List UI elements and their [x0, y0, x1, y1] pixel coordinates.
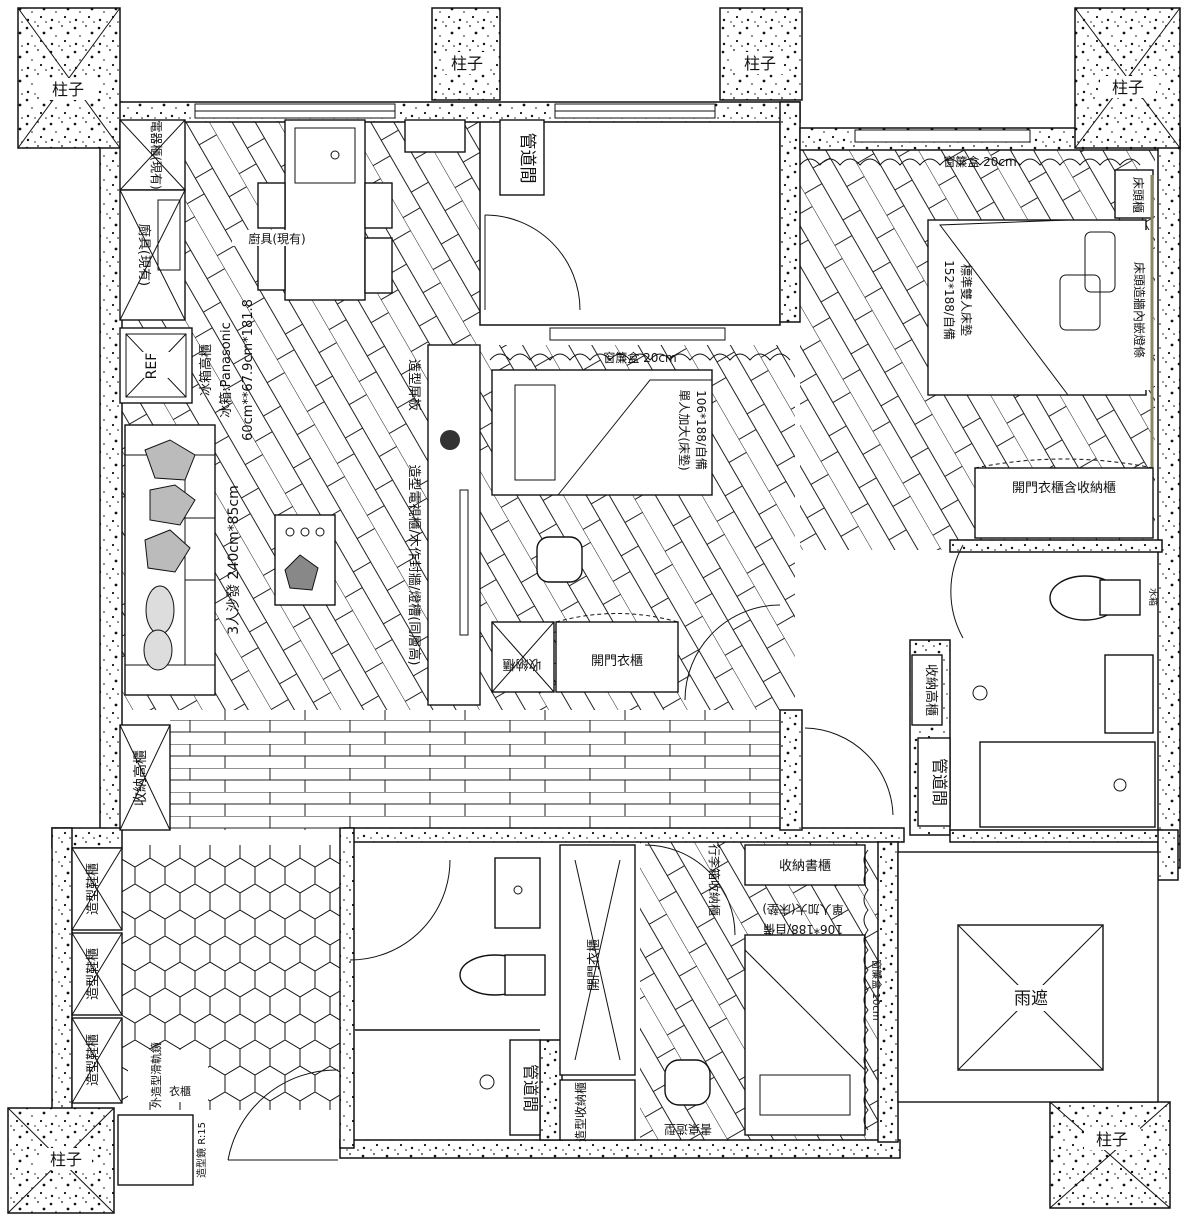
svg-text:電器櫃(現有): 電器櫃(現有) — [149, 120, 163, 189]
svg-text:開門衣櫃含收納櫃: 開門衣櫃含收納櫃 — [1012, 480, 1116, 496]
entry: 造型鞋櫃 造型鞋櫃 造型鞋櫃 外造型滑軌鏡 衣櫃 造型鏡 R:15 — [71, 847, 339, 1186]
svg-text:外造型滑軌鏡: 外造型滑軌鏡 — [149, 1042, 163, 1108]
svg-text:管道間: 管道間 — [521, 1064, 540, 1112]
svg-text:REF: REF — [144, 353, 160, 380]
svg-text:開門衣櫃: 開門衣櫃 — [586, 939, 602, 991]
svg-text:造型收納櫃: 造型收納櫃 — [574, 1082, 588, 1142]
rain-cover: 雨遮 — [897, 851, 1159, 1103]
column-top-mid2: 柱子 — [719, 7, 803, 101]
svg-text:收納高櫃: 收納高櫃 — [923, 664, 939, 716]
master-bedroom: 窗簾盒 20cm 床頭櫃 標準雙人床墊 152*188/自備 床頭造牆內嵌燈條 … — [799, 154, 1154, 539]
svg-text:60cm**67.9cm*181.8: 60cm**67.9cm*181.8 — [241, 299, 256, 441]
svg-text:柱子: 柱子 — [1096, 1130, 1128, 1149]
svg-text:管道間: 管道間 — [930, 758, 949, 806]
svg-text:管道間: 管道間 — [517, 133, 537, 184]
svg-text:柱子: 柱子 — [451, 54, 483, 73]
bedroom3: 開門衣櫃 造型收納櫃 行李箱收納櫃 收納書櫃 單人加大(床墊) 106*188/… — [559, 844, 883, 1142]
column-top-right: 柱子 — [1074, 7, 1181, 149]
column-top-left: 柱子 — [17, 7, 121, 149]
top-windows — [194, 103, 1031, 341]
tv-wall: 造型屏板 造型電視櫃/木作封牆/燈槽(同層高) — [406, 344, 481, 706]
svg-text:標準雙人床墊: 標準雙人床墊 — [959, 264, 974, 336]
svg-text:開門衣櫃: 開門衣櫃 — [591, 653, 643, 669]
svg-text:造型屏板: 造型屏板 — [406, 359, 421, 411]
svg-text:152*188/自備: 152*188/自備 — [942, 260, 957, 340]
svg-text:收納書櫃: 收納書櫃 — [779, 859, 831, 874]
svg-text:窗簾盒 20cm: 窗簾盒 20cm — [603, 350, 676, 365]
svg-text:廚具(現有): 廚具(現有) — [136, 224, 152, 286]
svg-text:收納高櫃: 收納高櫃 — [132, 750, 149, 806]
svg-text:收納櫃: 收納櫃 — [502, 656, 541, 671]
svg-text:造型鞋櫃: 造型鞋櫃 — [85, 1034, 101, 1086]
svg-text:廚具(現有): 廚具(現有) — [248, 231, 305, 246]
coffee-table — [274, 514, 336, 606]
svg-text:柱子: 柱子 — [1112, 78, 1144, 97]
svg-text:造型電視櫃/木作封牆/燈槽(同層高): 造型電視櫃/木作封牆/燈槽(同層高) — [406, 465, 422, 666]
svg-text:單人加大(床墊): 單人加大(床墊) — [677, 389, 691, 470]
sofa: 3人沙發 240cm*85cm — [124, 424, 242, 696]
svg-text:造型鞋櫃: 造型鞋櫃 — [85, 948, 101, 1000]
svg-text:冰箱高櫃: 冰箱高櫃 — [198, 344, 214, 396]
svg-text:造型鞋櫃: 造型鞋櫃 — [85, 863, 101, 915]
svg-text:水箱: 水箱 — [1147, 588, 1159, 606]
column-top-mid1: 柱子 — [431, 7, 501, 101]
storage-tall-left: 收納高櫃 — [119, 724, 171, 831]
svg-text:床頭造牆內嵌燈條: 床頭造牆內嵌燈條 — [1132, 262, 1147, 358]
svg-text:窗簾盒 10cm: 窗簾盒 10cm — [870, 959, 883, 1020]
fridge: REF 冰箱高櫃 冰箱:Panasonic 60cm**67.9cm*181.8 — [119, 299, 256, 441]
svg-text:柱子: 柱子 — [52, 80, 84, 99]
master-bath: 水箱 收納高櫃 管道間 — [804, 544, 1159, 828]
svg-text:雨遮: 雨遮 — [1014, 989, 1048, 1009]
column-bottom-left: 柱子 — [7, 1107, 115, 1214]
svg-text:冰箱:Panasonic: 冰箱:Panasonic — [218, 322, 234, 418]
svg-text:106*188/自備: 106*188/自備 — [763, 922, 843, 937]
svg-text:柱子: 柱子 — [744, 54, 776, 73]
svg-text:3人沙發 240cm*85cm: 3人沙發 240cm*85cm — [226, 485, 242, 635]
svg-text:單人加大(床墊): 單人加大(床墊) — [762, 902, 843, 916]
svg-text:書桌造型: 書桌造型 — [664, 1122, 712, 1136]
kitchen: 電器櫃(現有) 廚具(現有) 廚具(現有) — [119, 119, 466, 321]
svg-text:衣櫃: 衣櫃 — [169, 1084, 191, 1098]
svg-text:床頭櫃: 床頭櫃 — [1131, 177, 1145, 213]
bedroom1: 窗簾盒 20cm 單人加大(床墊) 106*188/自備 收納櫃 開門衣櫃 — [489, 350, 791, 701]
column-bottom-right: 柱子 — [1049, 1101, 1171, 1209]
shaft-top: 管道間 — [484, 119, 581, 311]
svg-text:柱子: 柱子 — [50, 1150, 82, 1169]
svg-text:106*188/自備: 106*188/自備 — [694, 390, 709, 470]
svg-text:窗簾盒 20cm: 窗簾盒 20cm — [943, 154, 1016, 169]
svg-text:造型鏡 R:15: 造型鏡 R:15 — [195, 1122, 208, 1178]
svg-text:行李箱收納櫃: 行李箱收納櫃 — [707, 844, 722, 916]
corridor-floor — [170, 710, 790, 830]
bathroom-2: 管道間 — [349, 857, 546, 1136]
